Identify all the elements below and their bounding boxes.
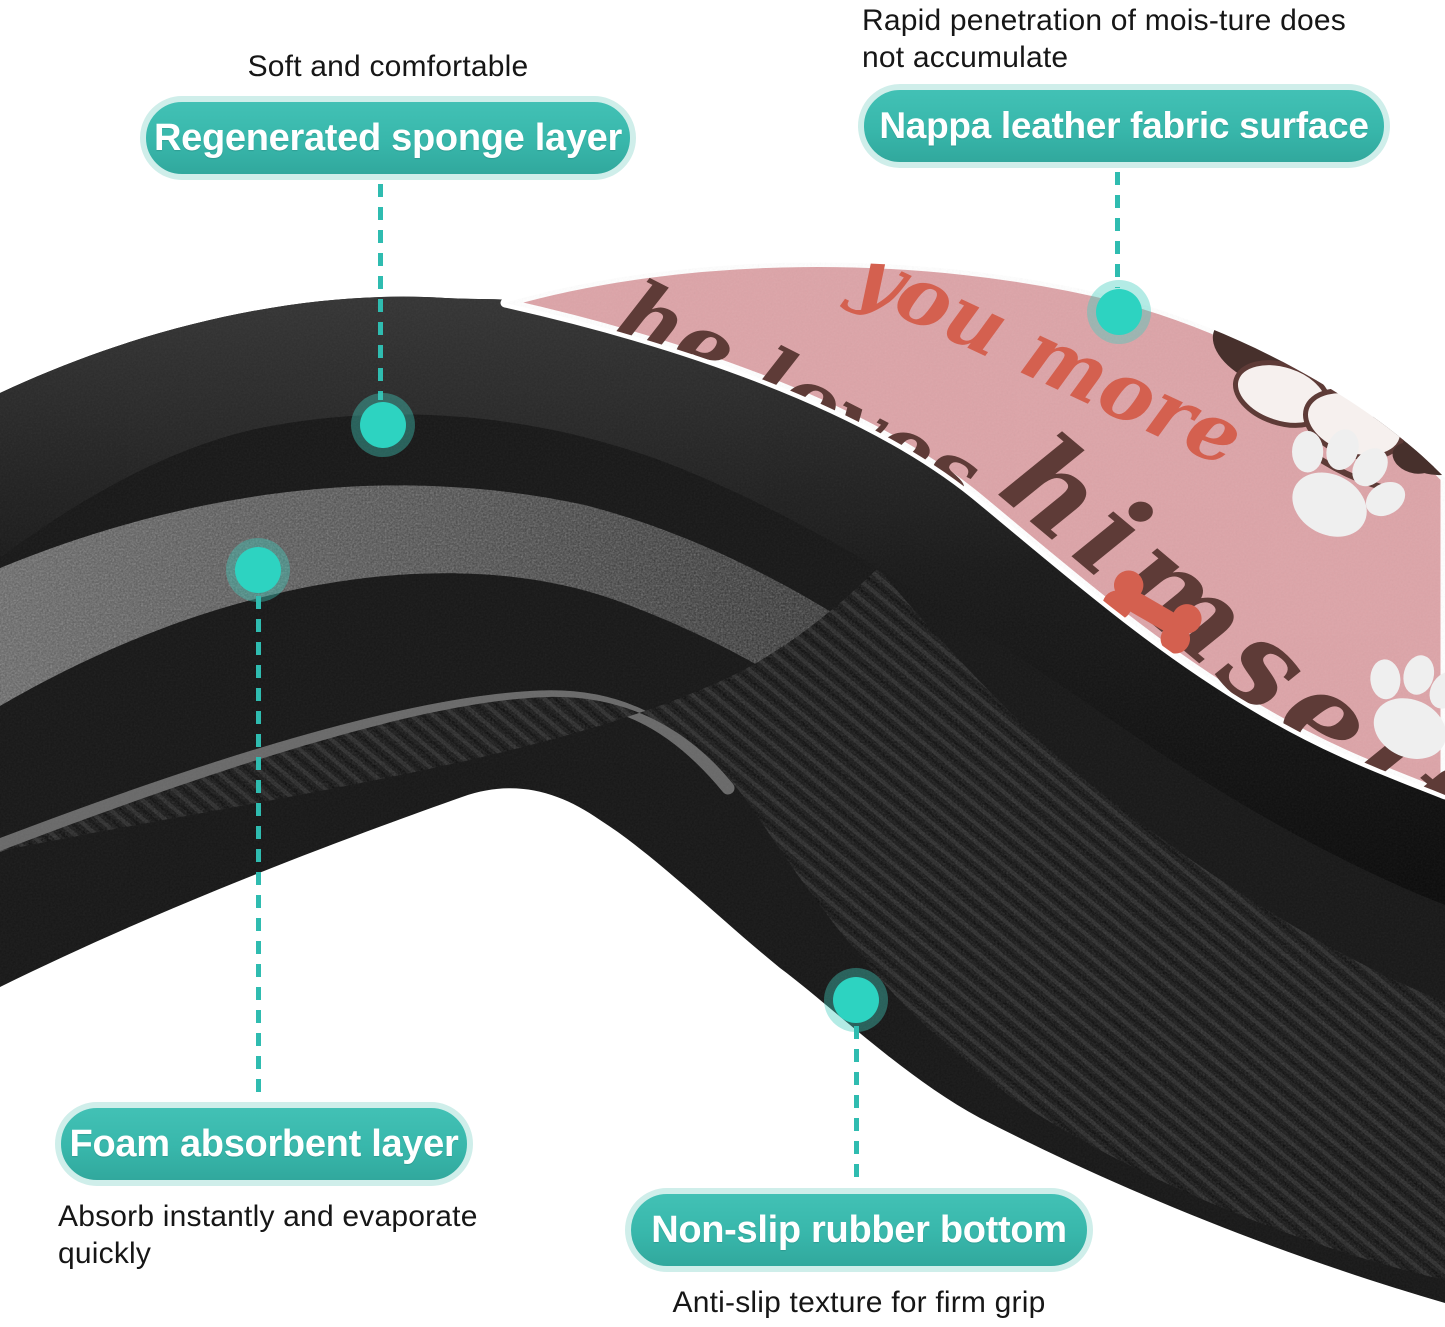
callout-pill-sponge-label: Regenerated sponge layer [154, 116, 622, 159]
callout-anchor-dot-sponge [360, 402, 406, 448]
callout-pill-surface-label: Nappa leather fabric surface [879, 105, 1369, 146]
callout-note-sponge: Soft and comfortable [247, 50, 529, 83]
callout-dash-sponge [378, 184, 383, 400]
callout-pill-foam-label: Foam absorbent layer [69, 1122, 459, 1165]
callout-dash-rubber [854, 1026, 859, 1186]
callout-pill-surface: Nappa leather fabric surface [858, 84, 1390, 168]
callout-dash-foam [256, 596, 261, 1098]
callout-anchor-dot-foam [235, 547, 281, 593]
callout-dash-surface [1115, 172, 1120, 288]
callout-pill-foam: Foam absorbent layer [55, 1102, 473, 1186]
callout-note-foam: Absorb instantly and evaporate quickly [58, 1200, 478, 1270]
callout-anchor-dot-rubber [833, 977, 879, 1023]
callout-note-rubber: Anti-slip texture for firm grip [672, 1286, 1046, 1319]
callout-pill-rubber: Non-slip rubber bottom [625, 1188, 1093, 1272]
callout-note-surface: Rapid penetration of mois-ture does not … [862, 4, 1346, 74]
callout-pill-rubber-label: Non-slip rubber bottom [651, 1208, 1067, 1251]
callout-pill-sponge: Regenerated sponge layer [140, 96, 636, 180]
callout-anchor-dot-surface [1096, 289, 1142, 335]
